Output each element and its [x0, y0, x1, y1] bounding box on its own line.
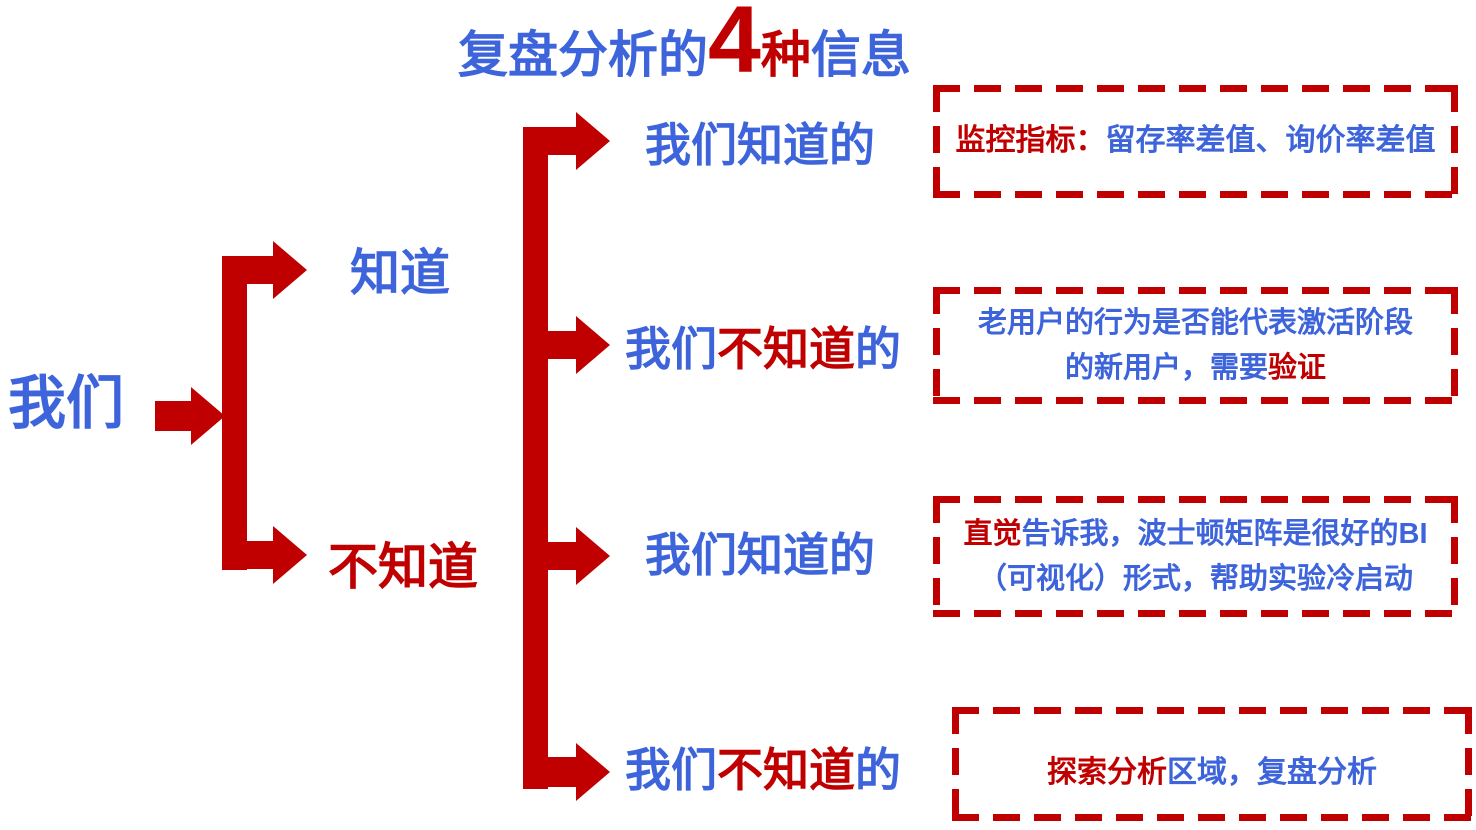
title-middle: 种	[760, 27, 811, 83]
title-suffix: 信息	[810, 27, 911, 83]
leaf-unknown-unknown-prefix: 我们	[625, 744, 717, 796]
level1-branch-bar	[222, 256, 247, 570]
level1-know-arrow-head	[273, 241, 307, 299]
annotation-monitoring-lead: 监控指标：	[955, 124, 1106, 158]
annotation-box-monitoring-text: 监控指标：留存率差值、询价率差值	[956, 118, 1436, 165]
level1-know-node: 知道	[350, 245, 450, 301]
annotation-box-validation-text: 老用户的行为是否能代表激活阶段 的新用户，需要验证	[978, 301, 1413, 391]
leaf-know-unknown: 我们不知道的	[625, 324, 901, 375]
root-arrow-head	[191, 387, 225, 445]
leaf-unknown-known: 我们知道的	[645, 529, 875, 581]
level1-know-arrow-stem	[245, 256, 275, 284]
leaf-know-unknown-emphasis: 不知道	[717, 323, 855, 375]
leaf-unknown-unknown-suffix: 的	[855, 744, 901, 796]
annotation-box-bi-matrix: 直觉告诉我，波士顿矩阵是很好的BI （可视化）形式，帮助实验冷启动	[933, 496, 1458, 617]
leaf-know-known: 我们知道的	[645, 119, 875, 171]
level2-arrow-4-head	[576, 743, 610, 801]
annotation-box-bi-matrix-text: 直觉告诉我，波士顿矩阵是很好的BI （可视化）形式，帮助实验冷启动	[963, 512, 1427, 602]
title-prefix: 复盘分析的	[458, 27, 708, 83]
annotation-box-monitoring: 监控指标：留存率差值、询价率差值	[933, 85, 1458, 198]
leaf-unknown-unknown: 我们不知道的	[625, 745, 901, 796]
level2-arrow-2-head	[576, 316, 610, 374]
annotation-exploratory-emphasis: 探索分析	[1047, 755, 1167, 789]
root-arrow-stem	[155, 401, 195, 431]
level2-arrow-1-head	[576, 112, 610, 170]
title-number: 4	[708, 0, 761, 93]
annotation-exploratory-rest: 区域，复盘分析	[1167, 755, 1377, 789]
level2-arrow-2-stem	[546, 331, 578, 359]
annotation-validation-line2-emphasis: 验证	[1267, 351, 1326, 384]
leaf-unknown-unknown-emphasis: 不知道	[717, 744, 855, 796]
annotation-bi-line1-emphasis: 直觉	[963, 517, 1022, 550]
level2-arrow-1-stem	[546, 127, 578, 155]
annotation-box-exploratory-text: 探索分析区域，复盘分析	[1047, 750, 1377, 797]
level2-arrow-3-stem	[546, 542, 578, 570]
annotation-bi-line2: （可视化）形式，帮助实验冷启动	[977, 562, 1413, 595]
page-title: 复盘分析的4种信息	[458, 0, 911, 95]
leaf-know-unknown-suffix: 的	[855, 323, 901, 375]
annotation-validation-line1: 老用户的行为是否能代表激活阶段	[977, 306, 1413, 339]
level1-unknown-node: 不知道	[328, 539, 478, 595]
level1-unknown-arrow-head	[273, 526, 307, 584]
annotation-monitoring-body: 留存率差值、询价率差值	[1105, 124, 1436, 158]
level2-branch-bar	[523, 127, 548, 789]
annotation-bi-line1-rest: 告诉我，波士顿矩阵是很好的BI	[1021, 517, 1428, 550]
level1-unknown-arrow-stem	[245, 541, 275, 569]
annotation-validation-line2-start: 的新用户，需要	[1064, 351, 1268, 384]
annotation-box-exploratory: 探索分析区域，复盘分析	[952, 707, 1472, 821]
level2-arrow-3-head	[576, 527, 610, 585]
leaf-know-unknown-prefix: 我们	[625, 323, 717, 375]
level2-arrow-4-stem	[546, 757, 578, 787]
root-node: 我们	[8, 371, 125, 436]
annotation-box-validation: 老用户的行为是否能代表激活阶段 的新用户，需要验证	[933, 287, 1458, 404]
